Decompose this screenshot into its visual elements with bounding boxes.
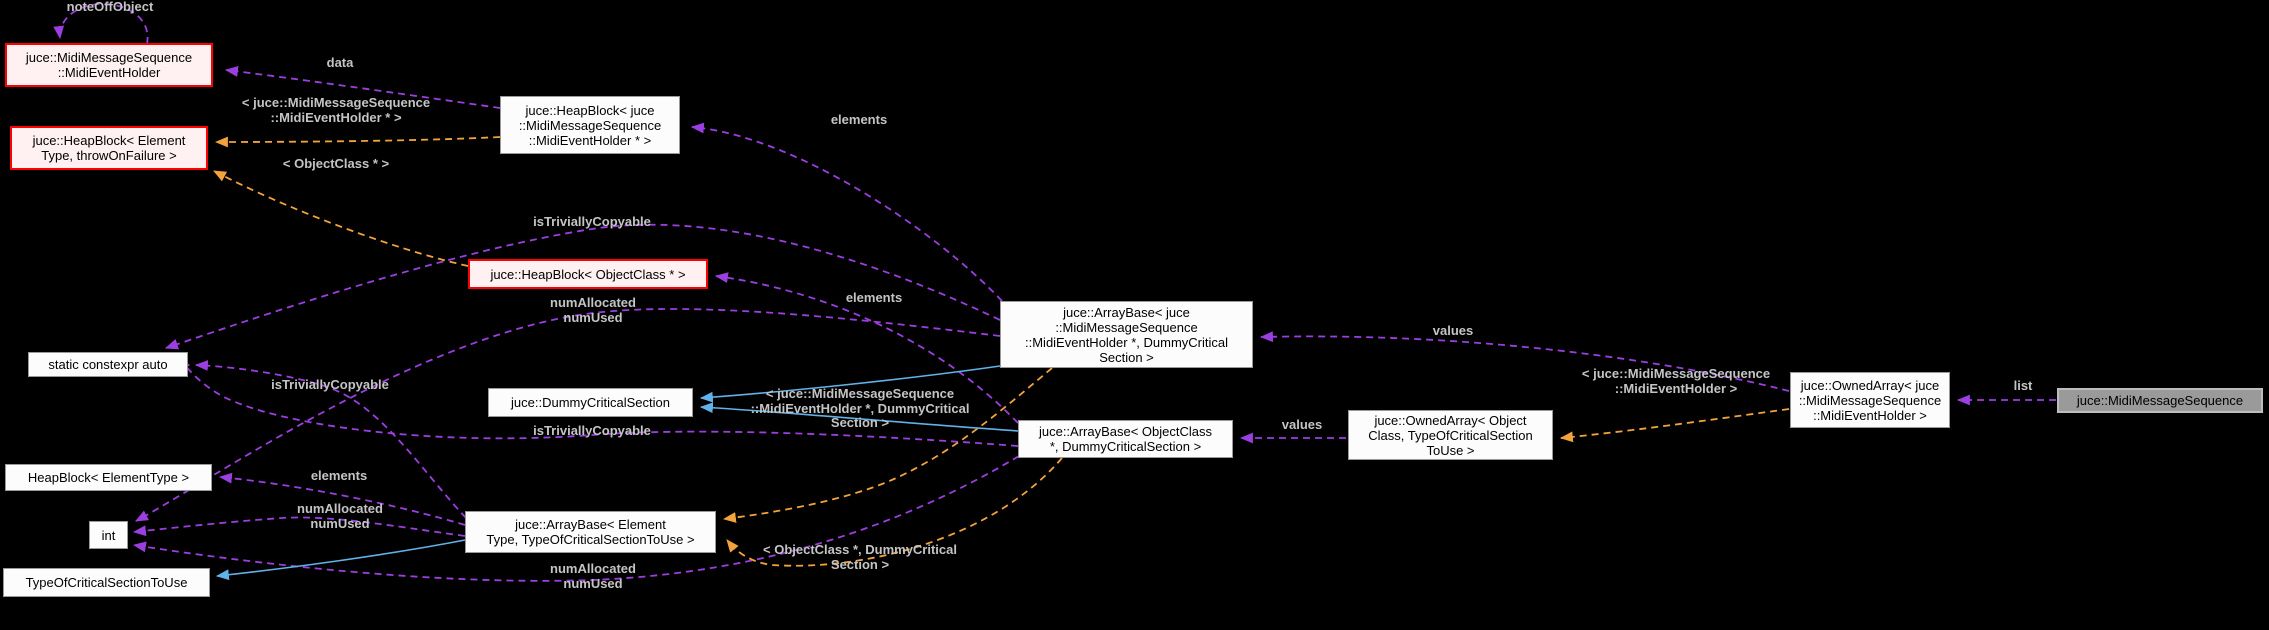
edge-label-istriviallycopyable-2: isTriviallyCopyable xyxy=(271,377,389,392)
node-heapblock-elementtype-throwonfailure[interactable]: juce::HeapBlock< Element Type, throwOnFa… xyxy=(10,126,208,170)
edge-inherit-typeofcriticalsection xyxy=(215,539,466,581)
edge-label-istriviallycopyable-1: isTriviallyCopyable xyxy=(533,214,651,229)
node-int[interactable]: int xyxy=(89,521,128,549)
edge-label-template-midieventholder-ptr: < juce::MidiMessageSequence ::MidiEventH… xyxy=(241,95,431,125)
node-ownedarray-midieventholder[interactable]: juce::OwnedArray< juce ::MidiMessageSequ… xyxy=(1790,372,1950,428)
edge-label-template-objectclass-ptr: < ObjectClass * > xyxy=(282,156,390,171)
edge-template-heapblock-midi xyxy=(214,136,501,148)
edge-label-numallocated-2: numAllocated numUsed xyxy=(297,501,383,531)
edge-istriviallycopyable-elementtype xyxy=(194,360,467,519)
edge-label-template-ownedarray: < juce::MidiMessageSequence ::MidiEventH… xyxy=(1581,366,1771,396)
edge-label-numallocated-3: numAllocated numUsed xyxy=(550,561,636,591)
node-midi-message-sequence[interactable]: juce::MidiMessageSequence xyxy=(2057,388,2263,413)
edge-label-elements-3: elements xyxy=(310,468,368,483)
node-heapblock-objectclass-ptr[interactable]: juce::HeapBlock< ObjectClass * > xyxy=(468,259,708,289)
edge-label-template-arraybase-midi: < juce::MidiMessageSequence ::MidiEventH… xyxy=(750,386,970,430)
edge-numallocated-elementtype xyxy=(132,516,466,537)
node-dummy-critical-section[interactable]: juce::DummyCriticalSection xyxy=(488,388,693,417)
edge-template-ownedarray xyxy=(1559,408,1790,443)
node-heapblock-midieventholder-ptr[interactable]: juce::HeapBlock< juce ::MidiMessageSeque… xyxy=(500,96,680,154)
edge-elements-elementtype xyxy=(218,472,466,526)
edge-label-values-2: values xyxy=(1281,417,1323,432)
edge-inherit-dummy-from-arraybase-midi xyxy=(699,365,1001,403)
edge-template-heapblock-objectclass xyxy=(213,170,469,267)
edge-label-values-1: values xyxy=(1432,323,1474,338)
edge-label-noteoffobject: noteOffObject xyxy=(66,0,154,14)
edge-note-off-object xyxy=(53,3,149,45)
edge-numallocated-objectclass xyxy=(132,455,1020,582)
edge-template-arraybase-objectclass xyxy=(726,457,1063,567)
edge-istriviallycopyable-objectclass xyxy=(179,356,1019,447)
node-ownedarray-objectclass[interactable]: juce::OwnedArray< Object Class, TypeOfCr… xyxy=(1348,410,1553,460)
node-arraybase-midieventholder[interactable]: juce::ArrayBase< juce ::MidiMessageSeque… xyxy=(1000,301,1253,368)
node-typeofcriticalsectiontouse[interactable]: TypeOfCriticalSectionToUse xyxy=(3,568,210,597)
edge-template-arraybase-midi xyxy=(722,367,1053,523)
edge-label-elements-1: elements xyxy=(830,112,888,127)
node-heapblock-elementtype[interactable]: HeapBlock< ElementType > xyxy=(5,464,212,491)
edge-inherit-dummy-from-arraybase-objectclass xyxy=(699,402,1019,432)
node-midi-event-holder[interactable]: juce::MidiMessageSequence ::MidiEventHol… xyxy=(5,43,213,87)
node-arraybase-objectclass[interactable]: juce::ArrayBase< ObjectClass *, DummyCri… xyxy=(1018,420,1233,458)
edge-elements-midi xyxy=(690,122,1003,302)
edge-numallocated-midi xyxy=(135,308,1001,522)
edge-label-data: data xyxy=(326,55,354,70)
node-static-constexpr-auto[interactable]: static constexpr auto xyxy=(28,352,188,377)
edge-label-istriviallycopyable-3: isTriviallyCopyable xyxy=(533,423,651,438)
edge-label-elements-2: elements xyxy=(845,290,903,305)
node-arraybase-elementtype[interactable]: juce::ArrayBase< Element Type, TypeOfCri… xyxy=(465,511,716,553)
edge-data xyxy=(224,66,501,109)
edge-label-template-arraybase-objectclass: < ObjectClass *, DummyCritical Section > xyxy=(763,542,957,572)
edge-elements-objectclass xyxy=(714,272,1019,424)
edge-label-numallocated-1: numAllocated numUsed xyxy=(550,295,636,325)
edge-istriviallycopyable-midi xyxy=(164,223,1001,350)
edge-label-list: list xyxy=(2013,378,2033,393)
edge-values-midi xyxy=(1259,331,1790,392)
